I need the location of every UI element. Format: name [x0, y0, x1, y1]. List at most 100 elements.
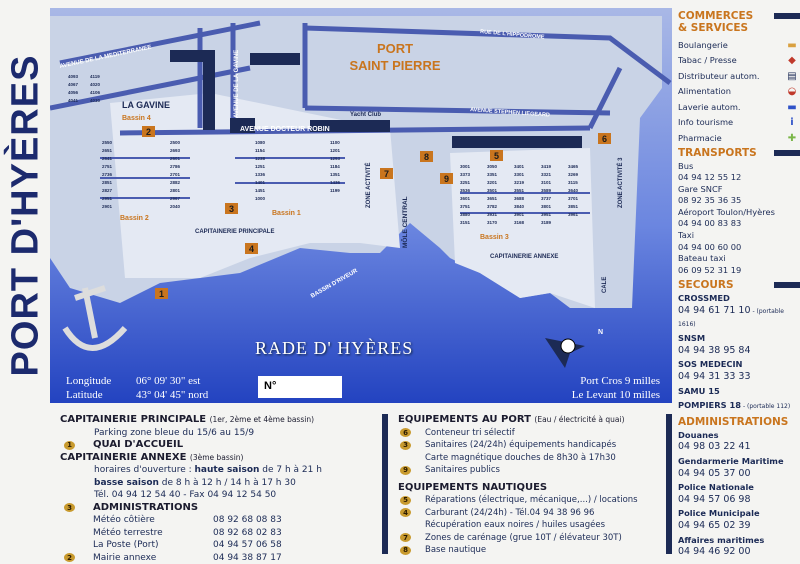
low-season: basse saison	[94, 478, 159, 488]
equipment-label: Récupération eaux noires / huiles usagée…	[425, 519, 605, 532]
secours-label: SECOURS	[678, 279, 734, 291]
area-bassin4: Bassin 4	[122, 115, 151, 122]
berth-number: 2601	[170, 156, 181, 161]
admin-title: ADMINISTRATIONS	[93, 502, 198, 515]
berth-number: 1000	[255, 196, 266, 201]
equipment-item: Récupération eaux noires / huiles usagée…	[398, 519, 660, 532]
phone: 04 94 05 37 00	[678, 468, 751, 479]
berth-number: 3782	[487, 204, 498, 209]
contact-phone: 04 94 57 06 58	[213, 539, 282, 552]
berth-number: 4093	[68, 74, 79, 79]
berth-number: 2951	[102, 196, 113, 201]
marker-8: 8	[420, 151, 433, 162]
area-cap-annexe: CAPITAINERIE ANNEXE	[490, 254, 558, 260]
berth-number: 3961	[568, 212, 579, 217]
equipment-label: Base nautique	[425, 544, 486, 557]
berth-number: 2967	[170, 196, 181, 201]
service-item: Pharmacie ✚	[678, 131, 800, 147]
berth-number: 2701	[170, 172, 181, 177]
phone: 04 94 00 60 00	[678, 242, 741, 252]
berth-number: 1184	[330, 164, 340, 169]
berth-number: 2851	[102, 180, 113, 185]
berth-number: 4106	[90, 90, 101, 95]
marker-number: 9	[444, 174, 449, 184]
equipment-label: Carburant (24/24h) - Tél.04 94 38 96 96	[425, 507, 594, 520]
marker-number: 2	[146, 127, 151, 137]
services-title: & SERVICES	[678, 22, 800, 34]
marker-5: 5	[490, 150, 503, 161]
service-label: Pharmacie	[678, 133, 722, 145]
berth-number: 3189	[541, 220, 552, 225]
berth-number: 4041	[68, 98, 79, 103]
street-gavine: AVENUE DE LA GAVINE	[234, 50, 240, 118]
area-cap-principale: CAPITAINERIE PRINCIPALE	[195, 229, 274, 235]
marker-icon: 8	[400, 546, 411, 555]
rade-label: RADE D' HYÈRES	[255, 338, 413, 359]
phone: 04 94 57 06 98	[678, 494, 751, 505]
laundry-icon: ▬	[784, 103, 800, 113]
pharmacy-cross-icon: ✚	[784, 134, 800, 144]
parking-note: Parking zone bleue du 15/6 au 15/9	[60, 427, 376, 440]
entry-name: Aéroport Toulon/Hyères	[678, 207, 800, 219]
berth-number: 3880	[460, 212, 471, 217]
latitude-label: Latitude	[66, 388, 136, 402]
naut-equip-title: EQUIPEMENTS NAUTIQUES	[398, 482, 660, 495]
atm-icon: ▤	[784, 72, 800, 82]
berth-number: 2786	[170, 164, 181, 169]
berth-number: 3737	[541, 196, 552, 201]
area-bassin3: Bassin 3	[480, 234, 509, 241]
marker-number: 8	[424, 152, 429, 162]
entry-phone: 04 94 57 06 98	[678, 494, 800, 506]
berth-number: 3301	[514, 172, 525, 177]
berth-number: 1401	[255, 180, 266, 185]
equipment-label: Conteneur tri sélectif	[425, 427, 515, 440]
contact-name: Météo côtière	[93, 514, 213, 527]
berth-number: 3551	[514, 188, 525, 193]
phone: 04 94 31 33 33	[678, 371, 751, 382]
entry-phone: 04 94 61 71 10 - (portable 1616)	[678, 305, 800, 330]
marker-icon: 2	[64, 553, 75, 562]
divider	[666, 414, 672, 554]
berth-number: 3688	[514, 196, 525, 201]
entry-name: Bateau taxi	[678, 253, 800, 265]
vertical-title-text: PORT D'HYÈRES	[5, 54, 48, 376]
watermelon-icon: ◒	[784, 87, 800, 97]
secours-title: SECOURS	[678, 279, 800, 291]
berth-number: 1436	[330, 180, 341, 185]
marker-3: 3	[225, 203, 238, 214]
berth-number: 3269	[568, 172, 579, 177]
hours-label: horaires d'ouverture :	[94, 465, 195, 475]
area-gavine: LA GAVINE	[122, 100, 170, 110]
berth-number: 2827	[102, 188, 113, 193]
longitude-value: 06° 09' 30" est	[136, 374, 200, 388]
service-label: Laverie autom.	[678, 102, 741, 114]
berth-number: 1080	[255, 140, 266, 145]
mid-info: EQUIPEMENTS AU PORT (Eau / électricité à…	[398, 414, 660, 557]
berth-number: 2901	[102, 204, 113, 209]
equipment-item: Carte magnétique douches de 8h30 à 17h30	[398, 452, 660, 465]
entry-phone: 04 94 12 55 12	[678, 172, 800, 184]
berth-number: 3170	[487, 220, 498, 225]
berth-number: 2801	[170, 188, 181, 193]
phone: 06 09 52 31 19	[678, 265, 741, 275]
contact-row: La Poste (Port)04 94 57 06 58	[60, 539, 376, 552]
berth-number: 4119	[90, 74, 100, 79]
entry-name: Police Nationale	[678, 482, 800, 494]
entry-phone: 04 94 38 95 84	[678, 345, 800, 357]
berth-number: 4067	[68, 82, 79, 87]
berth-number: 3701	[568, 196, 579, 201]
divider	[382, 414, 388, 554]
street-docteur-robin: AVENUE DOCTEUR ROBIN	[240, 126, 330, 133]
berth-number: 3840	[514, 204, 525, 209]
distance-levant: Le Levant 10 milles	[572, 388, 660, 402]
